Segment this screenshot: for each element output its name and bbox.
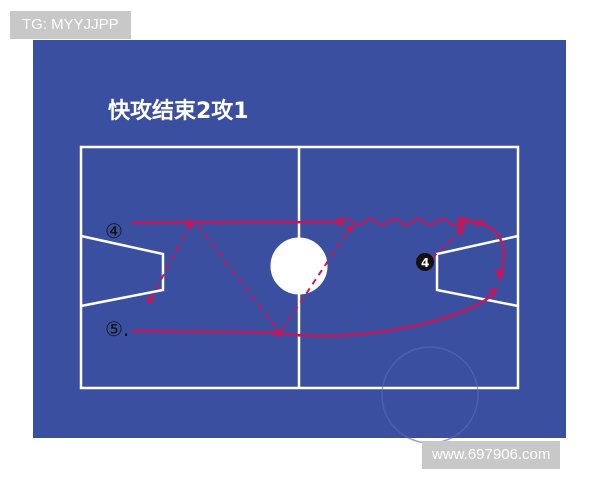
- watermark-bottom: www.697906.com: [422, 441, 561, 469]
- diagram-title: 快攻结束2攻1: [108, 98, 249, 124]
- pass-line-2: [197, 225, 279, 331]
- arrowhead: [495, 270, 505, 282]
- path-p4-curve: [469, 220, 505, 276]
- arrowhead: [456, 226, 466, 236]
- pass-line-1: [149, 225, 191, 301]
- left-key: [80, 234, 165, 308]
- marker-dot: [274, 329, 282, 337]
- marker-dot: [146, 296, 154, 304]
- arrowhead: [458, 216, 470, 228]
- path-p4-run: [131, 220, 341, 225]
- decor-arc: [381, 346, 479, 444]
- arrowhead: [488, 288, 498, 298]
- path-p5-run: [131, 329, 279, 335]
- marker-dot: [186, 220, 194, 228]
- watermark-top: TG: MYYJJPP: [10, 11, 131, 39]
- marker-dot: [336, 218, 344, 226]
- right-key: [435, 234, 519, 308]
- player-4-left: ④: [105, 219, 123, 243]
- center-circle: [270, 237, 328, 295]
- marker-dot: [346, 225, 354, 233]
- pass-line-4: [431, 229, 463, 259]
- player-5-left: ⑤.: [105, 317, 129, 341]
- player-4-right-badge: [416, 253, 434, 271]
- pass-line-3: [281, 227, 351, 331]
- path-p5-curve: [277, 291, 496, 338]
- player-4-right: 4: [421, 256, 429, 270]
